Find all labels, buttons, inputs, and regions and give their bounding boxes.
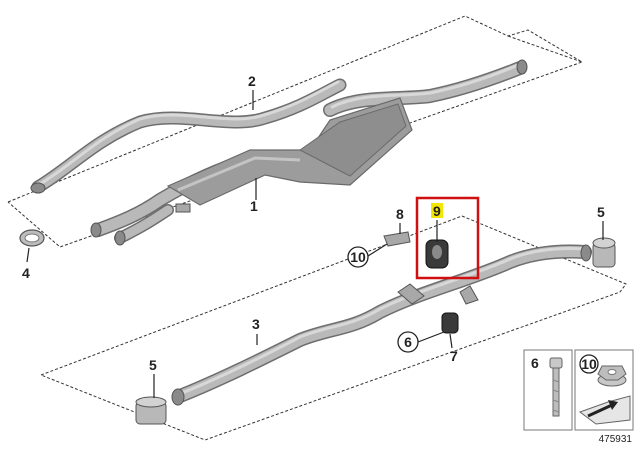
bushing-part-7 bbox=[441, 312, 459, 334]
callout-6-circle: 6 bbox=[397, 331, 419, 353]
highlight-box bbox=[415, 196, 480, 280]
hardware-legend: 6 10 475931 bbox=[523, 349, 634, 445]
callout-1: 1 bbox=[250, 198, 258, 214]
legend-bolt-box bbox=[523, 349, 573, 431]
rubber-mount-part-9 bbox=[425, 239, 449, 269]
leader-lines bbox=[26, 90, 604, 398]
flange-nut-icon bbox=[597, 365, 627, 387]
catalytic-converter-part-1 bbox=[90, 97, 413, 246]
clamp-part-4 bbox=[19, 229, 45, 247]
callout-7: 7 bbox=[450, 348, 458, 364]
legend-bolt-label: 6 bbox=[531, 355, 539, 371]
bolt-icon bbox=[549, 357, 563, 417]
legend-nut-circle: 10 bbox=[579, 354, 599, 374]
assembly-outline-upper bbox=[7, 15, 584, 248]
direction-arrow-icon bbox=[578, 395, 631, 425]
callout-3: 3 bbox=[252, 316, 260, 332]
callout-5-lower: 5 bbox=[149, 357, 157, 373]
legend-nut-label: 10 bbox=[581, 356, 597, 372]
callout-6: 6 bbox=[404, 334, 412, 350]
callout-5-upper: 5 bbox=[597, 204, 605, 220]
callout-9-highlight bbox=[431, 203, 443, 218]
bracket-part-8 bbox=[383, 231, 411, 247]
callout-10-circle: 10 bbox=[347, 246, 369, 268]
diagram-reference-number: 475931 bbox=[599, 434, 633, 445]
front-pipe-part-2 bbox=[30, 59, 528, 194]
callout-9: 9 bbox=[433, 203, 441, 219]
clamp-part-5-upper bbox=[592, 237, 616, 268]
callout-10: 10 bbox=[350, 249, 366, 265]
clamp-part-5-lower bbox=[135, 396, 167, 425]
callout-8: 8 bbox=[396, 206, 404, 222]
callout-4: 4 bbox=[22, 265, 30, 281]
rear-pipe-part-3 bbox=[171, 244, 592, 406]
callout-2: 2 bbox=[248, 73, 256, 89]
